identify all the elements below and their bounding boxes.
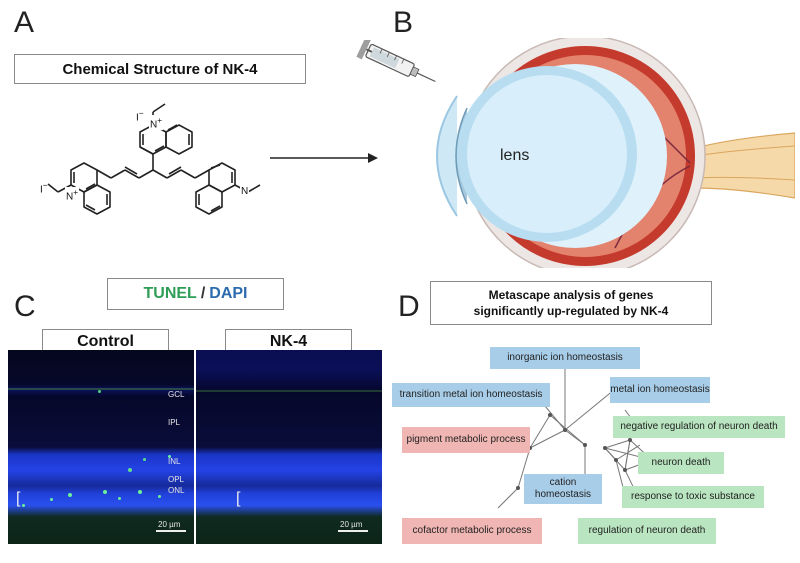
stain-legend: TUNEL / DAPI — [107, 278, 284, 310]
nk4-scale-bar — [338, 530, 368, 532]
left-nitrogen-label: N+ — [65, 187, 80, 203]
cornea — [436, 95, 458, 217]
node-transition-metal-ion-homeostasis: transition metal ion homeostasis — [392, 383, 550, 407]
left-benzo-ring — [83, 184, 111, 215]
nk4-structure-diagram — [47, 103, 261, 215]
chemical-structure-title: Chemical Structure of NK-4 — [14, 54, 306, 84]
metascape-title-line1: Metascape analysis of genes — [488, 288, 654, 302]
layer-ipl: IPL — [168, 418, 181, 427]
control-micrograph: GCL IPL INL OPL ONL [ 20 µm — [8, 350, 194, 544]
stain-separator: / — [200, 285, 206, 302]
tunel-label: TUNEL — [143, 285, 197, 302]
lens-label: lens — [500, 147, 530, 164]
arrow-a-to-b — [270, 153, 378, 163]
dapi-label: DAPI — [209, 285, 248, 302]
node-neuron-death: neuron death — [638, 452, 724, 474]
node-cation-homeostasis: cation homeostasis — [524, 474, 602, 504]
node-inorganic-ion-homeostasis: inorganic ion homeostasis — [490, 347, 640, 369]
layer-gcl: GCL — [168, 390, 185, 399]
top-iodide-label: I− — [136, 108, 144, 124]
nk4-scale-label: 20 µm — [340, 520, 363, 529]
syringe-icon — [356, 40, 436, 83]
node-negative-regulation-neuron-death: negative regulation of neuron death — [613, 416, 785, 438]
top-benzo-ring — [165, 124, 193, 155]
onl-bracket: [ — [16, 490, 21, 507]
panel-label-a: A — [14, 6, 35, 39]
right-nitrogen-label: N — [240, 186, 250, 197]
top-nitrogen-label: N+ — [149, 115, 164, 131]
panel-label-d: D — [398, 290, 420, 323]
node-pigment-metabolic-process: pigment metabolic process — [402, 427, 530, 453]
node-regulation-of-neuron-death: regulation of neuron death — [578, 518, 716, 544]
eye-anatomy-illustration — [436, 38, 795, 268]
node-response-to-toxic-substance: response to toxic substance — [622, 486, 764, 508]
nk4-onl-bracket: [ — [236, 490, 241, 507]
panel-label-c: C — [14, 290, 36, 323]
metascape-title: Metascape analysis of genes significantl… — [430, 281, 712, 325]
layer-onl: ONL — [168, 486, 185, 495]
control-scale-bar — [156, 530, 186, 532]
left-iodide-label: I− — [40, 180, 48, 196]
layer-inl: INL — [168, 457, 181, 466]
panel-label-b: B — [393, 6, 414, 39]
control-scale-label: 20 µm — [158, 520, 181, 529]
nk4-micrograph: [ 20 µm — [196, 350, 382, 544]
metascape-title-line2: significantly up-regulated by NK-4 — [473, 304, 669, 318]
optic-nerve — [694, 132, 795, 199]
layer-opl: OPL — [168, 475, 185, 484]
node-cofactor-metabolic-process: cofactor metabolic process — [402, 518, 542, 544]
node-metal-ion-homeostasis: metal ion homeostasis — [610, 377, 710, 403]
right-benzo-ring — [195, 184, 223, 215]
